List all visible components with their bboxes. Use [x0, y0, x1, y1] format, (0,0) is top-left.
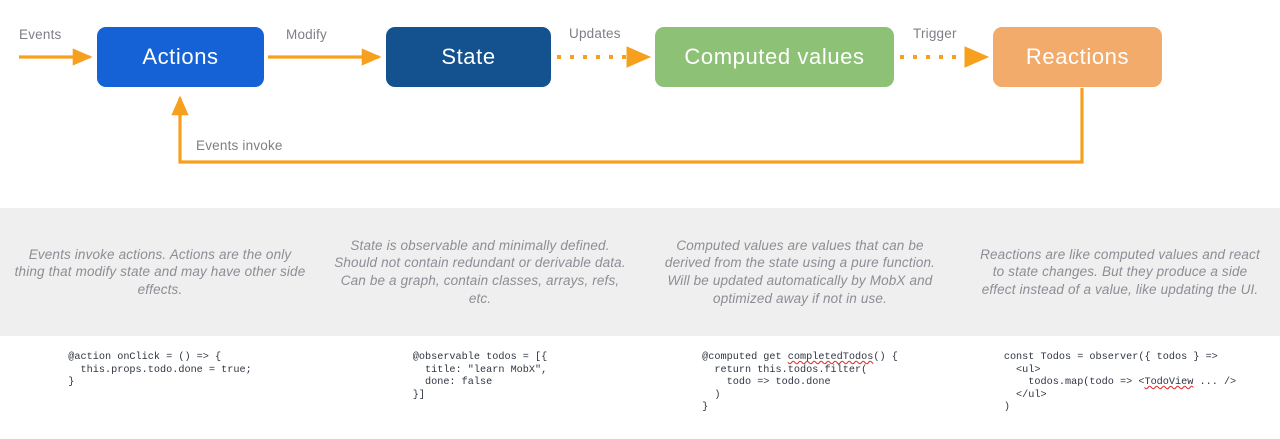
node-reactions-label: Reactions: [1025, 44, 1130, 69]
node-actions[interactable]: Actions: [97, 27, 264, 87]
node-reactions[interactable]: Reactions: [993, 27, 1162, 87]
edge-label-trigger: Trigger: [913, 26, 957, 41]
description-band: Events invoke actions. Actions are the o…: [0, 208, 1280, 336]
code-column-computed-values: @computed get completedTodos() { return …: [640, 336, 960, 439]
node-state-label: State: [441, 44, 496, 69]
code-sample-band: @action onClick = () => { this.props.tod…: [0, 336, 1280, 439]
code-sample-state: @observable todos = [{ title: "learn Mob…: [412, 352, 548, 401]
description-column-reactions: Reactions are like computed values and r…: [960, 208, 1280, 336]
node-state[interactable]: State: [386, 27, 551, 87]
node-computed-values-label: Computed values: [684, 44, 865, 69]
code-sample-reactions: const Todos = observer({ todos } => <ul>…: [1004, 352, 1236, 439]
description-text-reactions: Reactions are like computed values and r…: [980, 246, 1260, 297]
code-column-reactions: const Todos = observer({ todos } => <ul>…: [960, 336, 1280, 439]
flow-diagram: Actions State Computed values Reactions …: [0, 0, 1280, 208]
spellcheck-underlined-token: completedTodos: [787, 352, 874, 363]
description-column-actions: Events invoke actions. Actions are the o…: [0, 208, 320, 336]
code-column-actions: @action onClick = () => { this.props.tod…: [0, 336, 320, 439]
code-text-pre: const Todos = observer({ todos } => <ul>…: [1003, 352, 1218, 389]
edge-label-modify: Modify: [286, 27, 327, 42]
description-text-computed-values: Computed values are values that can be d…: [664, 237, 936, 306]
code-text-post: () { return this.todos.filter( todo => t…: [702, 352, 898, 414]
edge-label-events-invoke: Events invoke: [196, 138, 283, 153]
node-computed-values[interactable]: Computed values: [655, 27, 894, 87]
code-text-post: ... /> </ul> ): [1003, 377, 1237, 414]
arrow-reactions-to-actions-loop: [171, 88, 1084, 164]
flow-arrows-svg: [19, 46, 1084, 164]
description-text-state: State is observable and minimally define…: [334, 237, 626, 306]
description-column-computed-values: Computed values are values that can be d…: [640, 208, 960, 336]
edge-label-updates: Updates: [569, 26, 621, 41]
code-sample-actions: @action onClick = () => { this.props.tod…: [68, 352, 252, 389]
spellcheck-underlined-token: TodoView: [1144, 377, 1194, 389]
code-text-pre: @computed get: [702, 352, 788, 363]
code-sample-computed-values: @computed get completedTodos() { return …: [702, 352, 898, 439]
description-text-actions: Events invoke actions. Actions are the o…: [14, 246, 306, 297]
edge-label-events: Events: [19, 27, 62, 42]
node-actions-label: Actions: [142, 44, 219, 69]
description-column-state: State is observable and minimally define…: [320, 208, 640, 336]
code-column-state: @observable todos = [{ title: "learn Mob…: [320, 336, 640, 439]
